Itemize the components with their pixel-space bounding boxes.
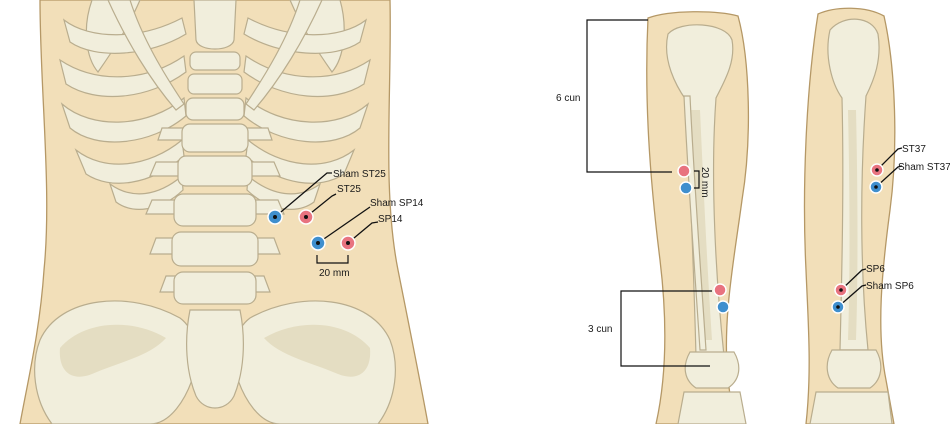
st37-point: [871, 164, 883, 176]
side-leg-panel: ST37 Sham ST37 SP6 Sham SP6: [805, 8, 950, 424]
abdomen-panel: 20 mm Sham ST25 ST25 Sham SP14 SP14: [20, 0, 428, 424]
sham-sp14-label: Sham SP14: [370, 198, 424, 209]
six-cun-label: 6 cun: [556, 93, 580, 104]
sp14-label: SP14: [378, 214, 403, 225]
sham-sp14-point: [311, 236, 325, 250]
st25-label: ST25: [337, 184, 361, 195]
st25-point: [299, 210, 313, 224]
abdomen-distance-label: 20 mm: [319, 268, 350, 279]
sham-sp6-point: [832, 301, 844, 313]
sham-st37-label: Sham ST37: [898, 162, 950, 173]
sp6-label: SP6: [866, 264, 885, 275]
front-sham-st37-point: [680, 182, 692, 194]
sham-st25-point: [268, 210, 282, 224]
front-st37-point: [678, 165, 690, 177]
front-leg-panel: 6 cun 20 mm 3 cun: [556, 12, 748, 424]
st37-label: ST37: [902, 144, 926, 155]
sham-sp6-label: Sham SP6: [866, 281, 914, 292]
three-cun-label: 3 cun: [588, 324, 612, 335]
front-sp6-point: [714, 284, 726, 296]
leg-distance-label: 20 mm: [699, 167, 710, 198]
sp14-point: [341, 236, 355, 250]
sham-st25-label: Sham ST25: [333, 169, 386, 180]
sham-st37-point: [870, 181, 882, 193]
front-sham-sp6-point: [717, 301, 729, 313]
sp6-point: [835, 284, 847, 296]
pelvis: [35, 301, 396, 424]
sternum: [194, 0, 236, 49]
